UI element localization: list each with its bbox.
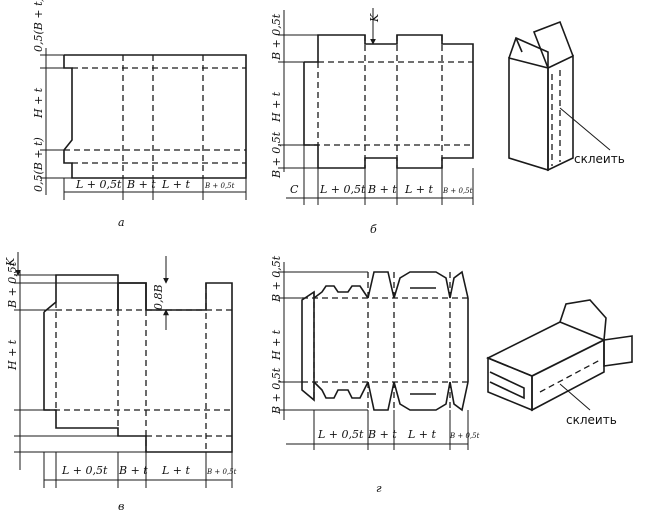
fig-b-outline	[303, 34, 474, 169]
fig-g-dim-left-0: B + 0,5t	[270, 255, 283, 303]
fig-b-dim-bottom-3: L + t	[404, 183, 434, 196]
fig-g-dim-left-2: B + 0,5t	[270, 367, 283, 415]
glue-label-1: склеить	[566, 413, 617, 427]
fig-a-dim-left-2: 0,5(B + t)	[32, 137, 45, 192]
fig-b-dim-bottom-4: B + 0,5t	[442, 187, 473, 195]
fig-a-dim-bottom-2: L + t	[161, 178, 191, 191]
fig-g-caption: г	[376, 482, 382, 495]
fig-a-caption: а	[118, 216, 125, 229]
box-upright-glue-leader	[559, 107, 611, 151]
fig-g-dim-bottom-0: L + 0,5t	[317, 428, 364, 441]
fig-v-caption: в	[118, 500, 124, 513]
fig-v-dim-bottom-1: B + t	[118, 464, 148, 477]
fig-b-dim-bottom-0: C	[290, 183, 299, 196]
fig-b-k-label: K	[368, 13, 381, 23]
figure-a: 0,5(B + t) H + t 0,5(B + t) L + 0,5t B +…	[32, 0, 247, 229]
fig-a-outline	[63, 54, 247, 179]
fig-v-flap-dim: 0,8B	[152, 284, 165, 310]
glue-label-0: склеить	[574, 152, 625, 166]
fig-v-outline	[43, 274, 233, 453]
fig-a-dim-bottom-1: B + t	[126, 178, 156, 191]
fig-g-dim-bottom-1: B + t	[367, 428, 397, 441]
fig-a-dim-left-1: H + t	[32, 87, 45, 119]
fig-b-dim-left-0: B + 0,5t	[270, 13, 283, 61]
fig-b-dim-bottom-1: L + 0,5t	[319, 183, 366, 196]
fig-b-dim-bottom-2: B + t	[367, 183, 397, 196]
fig-a-dim-bottom-0: L + 0,5t	[75, 178, 122, 191]
box-upright-3d: склеить	[508, 20, 625, 172]
box-lying-3d: склеить	[486, 299, 633, 427]
fig-v-dim-bottom-3: B + 0,5t	[206, 468, 237, 476]
fig-g-dim-left-1: H + t	[270, 329, 283, 361]
fig-a-dim-bottom-3: B + 0,5t	[204, 182, 235, 190]
fig-b-caption: б	[370, 223, 377, 236]
figure-v: K 0,8B B + 0,5t H + t L + 0,5t B + t L +…	[4, 252, 237, 513]
figure-g: B + 0,5t H + t B + 0,5t L + 0,5t B + t L…	[270, 255, 480, 495]
fig-v-dim-bottom-0: L + 0,5t	[61, 464, 108, 477]
fig-a-dim-left-0: 0,5(B + t)	[32, 0, 45, 52]
fig-v-dim-left-0: B + 0,5t	[6, 261, 19, 309]
fig-g-dim-bottom-3: B + 0,5t	[449, 432, 480, 440]
fig-v-dim-bottom-2: L + t	[161, 464, 191, 477]
fig-b-dim-left-2: B + 0,5t	[270, 131, 283, 179]
fig-b-dim-left-1: H + t	[270, 91, 283, 123]
fig-g-dim-bottom-2: L + t	[407, 428, 437, 441]
fig-v-k-label: K	[4, 257, 17, 267]
fig-v-dim-left-1: H + t	[6, 339, 19, 371]
figure-b: K B + 0,5t H + t B + 0,5t C L + 0,5t B +…	[270, 8, 474, 236]
box-lying-glue-leader	[559, 383, 591, 411]
